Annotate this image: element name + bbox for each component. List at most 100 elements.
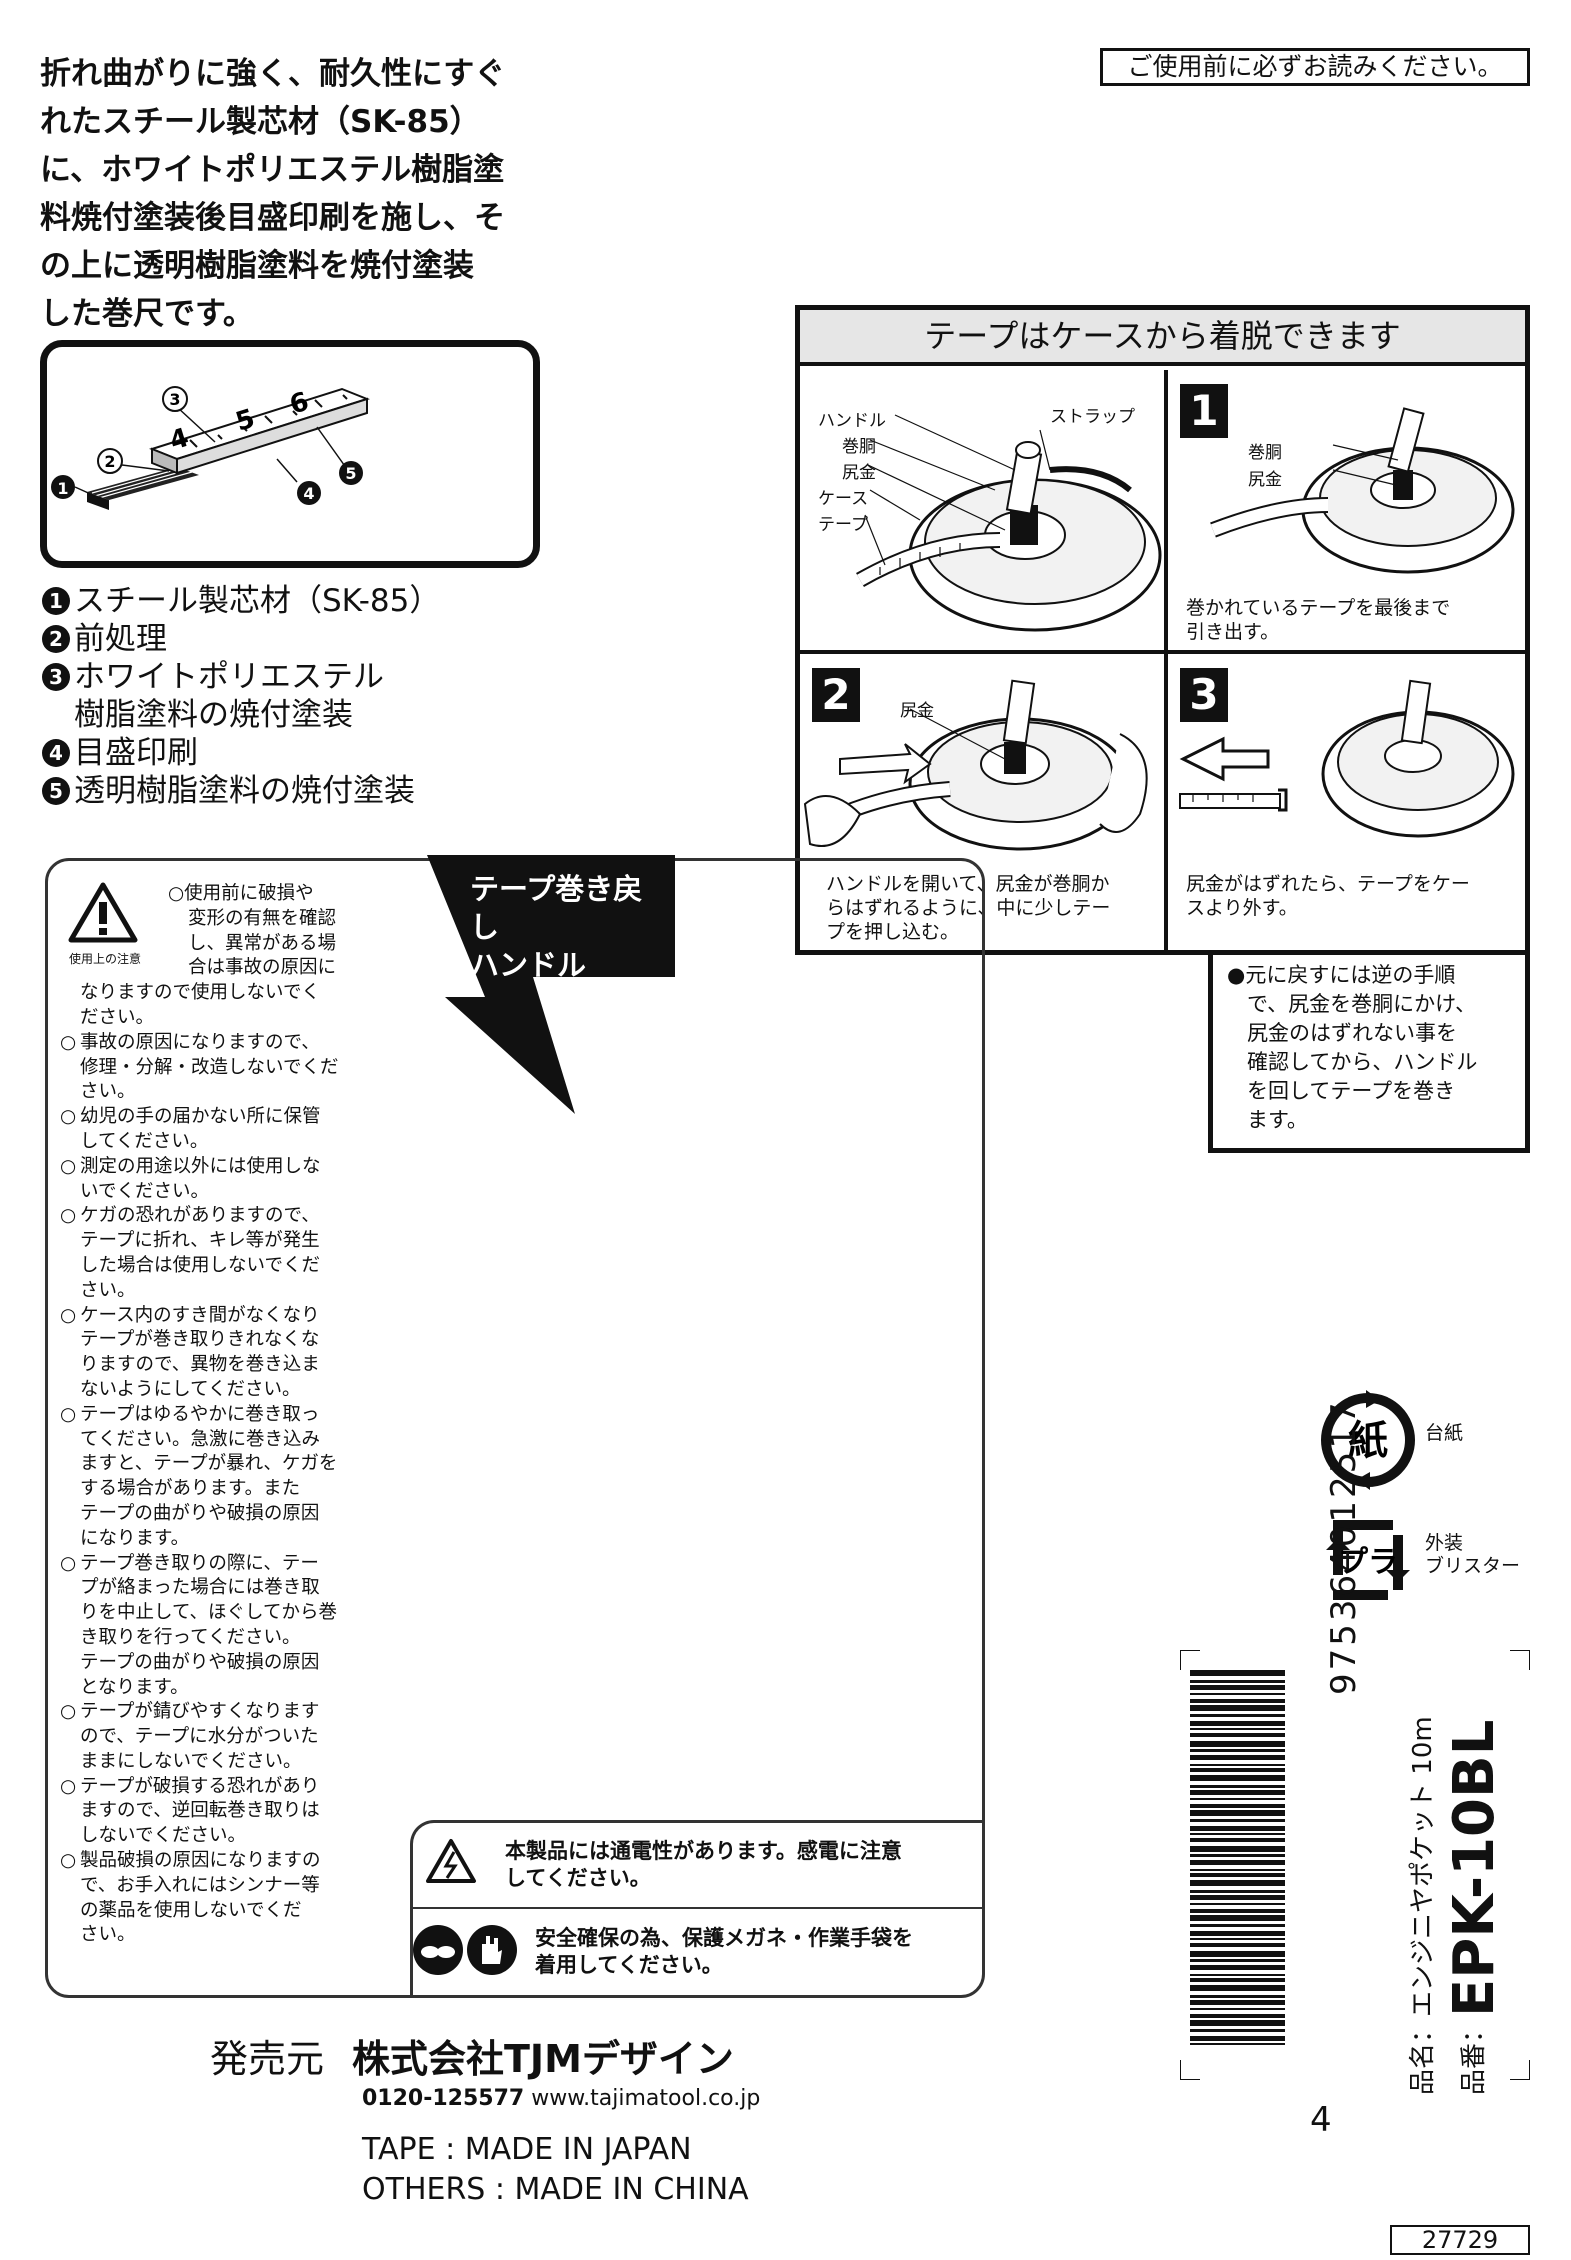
barcode-bar — [1190, 1693, 1285, 1695]
intro-line: 折れ曲がりに強く、耐久性にすぐ — [40, 56, 506, 92]
step-2-illustration — [803, 679, 1148, 851]
barcode-bar — [1190, 2014, 1285, 2018]
barcode-bar — [1190, 1768, 1285, 1772]
caution-line: ままにしないでください。 — [80, 1750, 302, 1772]
return-line: で、尻金を巻胴にかけ、 — [1247, 992, 1477, 1016]
intro-line: した巻尺です。 — [40, 296, 254, 332]
caution-list: ○使用前に破損や 変形の有無を確認 し、異常がある場 合は事故の原因に なります… — [60, 882, 370, 1948]
intro-line: に、ホワイトポリエステル樹脂塗 — [40, 152, 505, 188]
caution-line: ので、テープに水分がついた — [80, 1726, 319, 1748]
callout-4: 4 — [303, 484, 314, 503]
caution-line: 幼児の手の届かない所に保管 — [80, 1106, 321, 1128]
phone-number: 0120-125577 — [362, 2086, 525, 2111]
barcode-bar — [1190, 1903, 1285, 1905]
publisher-label: 発売元 — [210, 2037, 325, 2081]
label-tail: 尻金 — [842, 463, 876, 483]
caution-line: ないようにしてください。 — [80, 1378, 301, 1400]
origin-line: OTHERS : MADE IN CHINA — [362, 2172, 749, 2207]
barcode-bar — [1190, 1978, 1285, 1982]
bullet: ○ — [60, 1205, 77, 1227]
caution-line: 修理・分解・改造しないでくだ — [80, 1056, 339, 1078]
bullet: ○ — [60, 1155, 77, 1177]
website-url: www.tajimatool.co.jp — [531, 2086, 761, 2111]
caution-line: になります。 — [80, 1527, 190, 1549]
caution-line: テープが錆びやすくなります — [80, 1701, 320, 1723]
warning-icon — [68, 882, 138, 943]
barcode-bar — [1190, 1951, 1285, 1957]
label-strap: ストラップ — [1050, 407, 1135, 427]
barcode-bar — [1190, 1880, 1285, 1886]
bullet: ○ — [60, 1775, 77, 1797]
contact-info: 0120-125577 www.tajimatool.co.jp — [362, 2086, 760, 2111]
caution-line: さい。 — [80, 1279, 136, 1301]
barcode-bar — [1190, 1810, 1285, 1816]
caution-item: ○ 幼児の手の届かない所に保管してください。 — [60, 1105, 370, 1155]
label-drum: 巻胴 — [842, 437, 876, 457]
layer-text: ホワイトポリエステル — [74, 659, 384, 695]
caution-line: 測定の用途以外には使用しな — [80, 1155, 321, 1177]
caution-line: で、お手入れにはシンナー等 — [80, 1874, 320, 1896]
step-number: 2 — [812, 668, 860, 722]
layer-number: 4 — [42, 739, 70, 767]
barcode-bar — [1190, 1965, 1285, 1970]
read-before-use-notice: ご使用前に必ずお読みください。 — [1100, 48, 1530, 86]
caution-line: ださい。 — [80, 1006, 155, 1028]
barcode-bar — [1190, 1943, 1285, 1947]
tape-layers-diagram: 4 5 6 1 2 3 4 5 — [40, 340, 540, 568]
barcode-bar — [1190, 1819, 1285, 1822]
barcode-bar — [1190, 2020, 1285, 2026]
layer-text: 目盛印刷 — [74, 735, 198, 771]
barcode-bar — [1190, 1890, 1285, 1893]
caution-item: ○ テープが破損する恐れがありますので、逆回転巻き取りはしないでください。 — [60, 1775, 370, 1849]
caution-line: てください。急激に巻き込み — [80, 1428, 320, 1450]
barcode-bar — [1190, 1680, 1285, 1683]
intro-line: の上に透明樹脂塗料を焼付塗装 — [40, 248, 474, 284]
barcode-bar — [1190, 1755, 1285, 1760]
barcode-bar — [1190, 1798, 1285, 1800]
barcode-bar — [1190, 1938, 1285, 1940]
barcode-bar — [1190, 1873, 1285, 1877]
layer-number: 5 — [42, 777, 70, 805]
product-name: 品名：エンジニヤポケット 10m — [1402, 1716, 1439, 2095]
barcode-bar — [1190, 1924, 1285, 1927]
step-1-illustration — [1210, 407, 1515, 574]
plastic-mark-text: プラ — [1338, 1545, 1398, 1580]
barcode-bar — [1190, 1764, 1285, 1766]
barcode-bar — [1190, 1995, 1285, 1998]
caption-line: ハンドルを開いて、尻金が巻胴か — [826, 873, 1110, 895]
tape-removal-panel: テープはケースから着脱できます — [795, 305, 1530, 955]
step-1-cell: 1 巻胴 尻金 巻かれているテープを最後まで 引き出す。 — [1168, 370, 1525, 654]
barcode-bar — [1190, 2043, 1285, 2045]
bullet: ○ — [60, 1552, 77, 1574]
barcode-bar — [1190, 2036, 1285, 2041]
barcode-bar — [1190, 1869, 1285, 1871]
barcode-bar — [1190, 2000, 1285, 2005]
return-line: を回してテープを巻き — [1247, 1079, 1456, 1103]
barcode-bar — [1190, 1670, 1285, 1676]
caution-line: りますので、異物を巻き込ま — [80, 1354, 320, 1376]
electric-line: 本製品には通電性があります。感電に注意 — [505, 1839, 902, 1863]
caution-item: ○ テープが錆びやすくなりますので、テープに水分がついたままにしないでください。 — [60, 1700, 370, 1774]
box-code: 27729 — [1390, 2225, 1530, 2255]
label-handle: ハンドル — [818, 411, 886, 431]
label-tail: 尻金 — [900, 701, 934, 721]
caution-line: する場合があります。また — [80, 1478, 301, 1500]
barcode-bar — [1190, 1959, 1285, 1962]
caution-label: 使用上の注意 — [68, 952, 141, 966]
callout-1: 1 — [57, 479, 68, 498]
return-line: 尻金のはずれない事を — [1247, 1021, 1457, 1045]
step-number: 1 — [1180, 384, 1228, 438]
caution-line: プが絡まった場合には巻き取 — [80, 1577, 320, 1599]
barcode-bar — [1190, 1826, 1285, 1831]
rewind-line: ハンドル — [470, 948, 587, 982]
caution-item: ○ テープ巻き取りの際に、テープが絡まった場合には巻き取りを中止して、ほぐしてか… — [60, 1552, 370, 1701]
layer-text: 前処理 — [74, 621, 167, 657]
caption-line: らはずれるように、中に少しテー — [826, 897, 1111, 919]
panel-title: テープはケースから着脱できます — [800, 310, 1525, 366]
bullet: ○ — [60, 1701, 77, 1723]
barcode-bar — [1190, 1714, 1285, 1717]
